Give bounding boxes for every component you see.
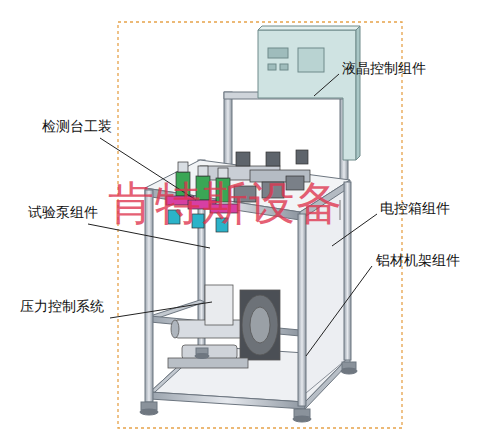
watermark: 肯特斯设备 [108, 176, 343, 231]
part-label: 电控箱组件 [380, 200, 450, 217]
part-label: 检测台工装 [42, 118, 112, 135]
part-label: 试验泵组件 [28, 204, 98, 221]
part-label: 压力控制系统 [20, 298, 104, 315]
lcd-control-assembly [258, 26, 360, 160]
leader-line [110, 302, 212, 318]
leader-lines [88, 74, 377, 356]
part-label: 铝材机架组件 [376, 252, 460, 269]
leader-line [306, 266, 372, 356]
part-label: 液晶控制组件 [342, 60, 426, 77]
leader-line [314, 74, 339, 96]
pressure-control-system [168, 285, 280, 368]
